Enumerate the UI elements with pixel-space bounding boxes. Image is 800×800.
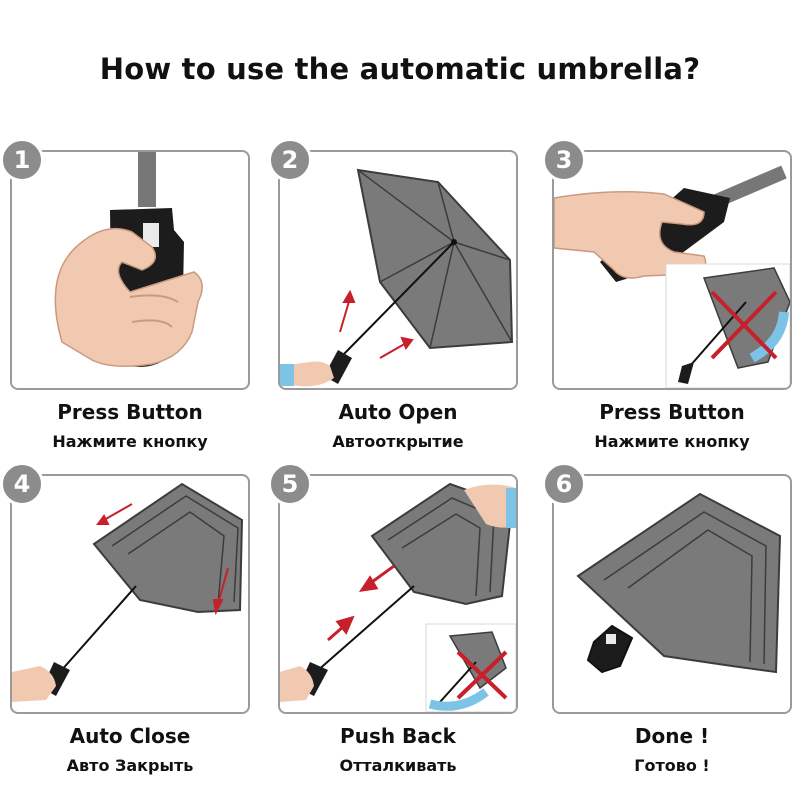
umbrella-shaft-icon [138, 152, 156, 207]
hand-icon [554, 191, 707, 279]
step-2-label-ru: Автооткрытие [332, 432, 464, 451]
step-2-label: Auto Open [338, 400, 458, 424]
step-4-label-ru: Авто Закрыть [66, 756, 194, 775]
umbrella-handle-icon [586, 624, 634, 674]
step-2-illustration [278, 150, 518, 390]
closing-canopy-icon [92, 482, 244, 614]
cross-mark-icon [456, 650, 508, 700]
direction-arrow-icon [327, 564, 395, 642]
step-5-illustration [278, 474, 518, 714]
closed-canopy-icon [576, 492, 782, 674]
step-6-label: Done ! [634, 724, 710, 748]
umbrella-shaft-icon [59, 585, 137, 673]
hand-icon [54, 227, 203, 367]
open-button-icon [606, 634, 616, 644]
step-number-badge: 3 [542, 138, 586, 182]
open-canopy-icon [356, 168, 514, 350]
step-6-label-ru: Готово ! [634, 756, 710, 775]
direction-arrow-icon [339, 289, 414, 359]
sleeve-icon [506, 488, 516, 528]
step-number-badge: 1 [0, 138, 44, 182]
step-4-label: Auto Close [69, 724, 191, 748]
step-3-label: Press Button [599, 400, 745, 424]
sleeve-icon [280, 364, 294, 386]
step-3-label-ru: Нажмите кнопку [594, 432, 750, 451]
step-5-label-ru: Отталкивать [339, 756, 457, 775]
step-number-badge: 4 [0, 462, 44, 506]
direction-arrow-icon [96, 503, 229, 616]
step-5-label: Push Back [340, 724, 456, 748]
hand-icon [12, 666, 56, 702]
step-6-illustration [552, 474, 792, 714]
umbrella-shaft-icon [341, 241, 455, 357]
umbrella-shaft-icon [711, 165, 787, 209]
sleeve-icon [749, 311, 789, 363]
cross-mark-icon [710, 290, 778, 360]
step-number-badge: 6 [542, 462, 586, 506]
step-3-illustration [552, 150, 792, 390]
step-1-label: Press Button [57, 400, 203, 424]
umbrella-shaft-icon [315, 585, 415, 673]
step-1-illustration [10, 150, 250, 390]
step-1-label-ru: Нажмите кнопку [52, 432, 208, 451]
step-4-illustration [10, 474, 250, 714]
step-number-badge: 2 [268, 138, 312, 182]
step-number-badge: 5 [268, 462, 312, 506]
page-title: How to use the automatic umbrella? [99, 52, 701, 86]
hand-icon [464, 484, 516, 528]
